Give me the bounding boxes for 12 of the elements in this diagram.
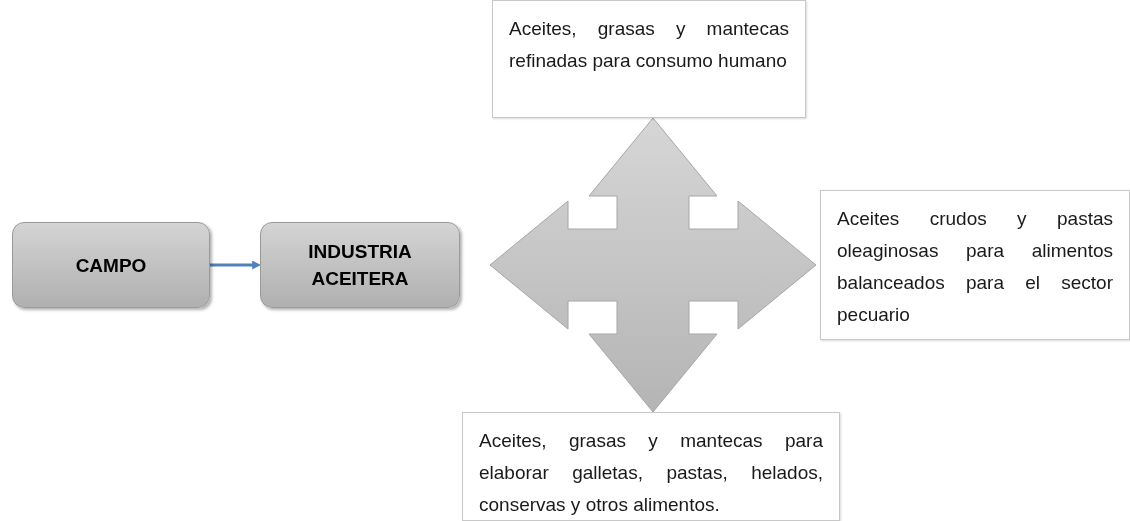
description-text: Aceites, grasas y mantecas refinadas para consumo humano <box>509 17 789 73</box>
description-text: Aceites crudos y pastas oleaginosas para alimentos balanceados para el sector pecuario <box>837 207 1113 327</box>
text-box <box>462 412 840 521</box>
text-box <box>820 190 1130 340</box>
box-label: INDUSTRIA ACEITERA <box>307 240 413 291</box>
process-box <box>12 222 210 308</box>
box-label: CAMPO <box>74 253 148 278</box>
process-box <box>260 222 460 308</box>
description-text: Aceites, grasas y mantecas para elaborar galletas, pastas, helados, conservas y otros alimentos. <box>479 429 823 517</box>
four-way-arrow <box>489 117 817 413</box>
arrow <box>210 260 262 270</box>
text-box <box>492 0 806 118</box>
